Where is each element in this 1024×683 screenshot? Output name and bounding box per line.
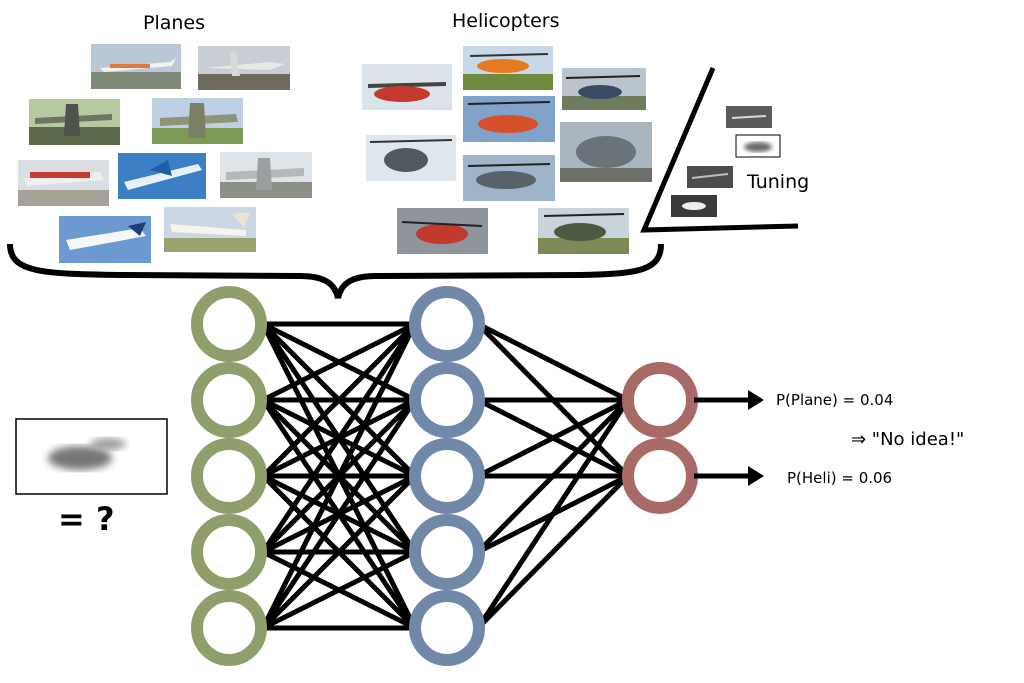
input-node <box>191 362 267 438</box>
question-mark-label: = ? <box>58 500 115 538</box>
hidden-node <box>409 438 485 514</box>
plane-photo <box>18 160 109 206</box>
output-arrows <box>694 395 760 481</box>
output-heli-probability: P(Heli) = 0.06 <box>787 469 893 487</box>
plane-photo <box>198 46 290 90</box>
helicopter-photo <box>362 64 452 110</box>
tuning-photo <box>671 195 717 217</box>
tuning-label: Tuning <box>747 171 810 193</box>
plane-photos <box>18 44 312 263</box>
plane-photo <box>118 153 206 199</box>
tuning-section <box>640 67 799 233</box>
input-node <box>191 590 267 666</box>
tuning-photo <box>735 134 781 158</box>
input-node <box>191 286 267 362</box>
helicopter-photo <box>538 208 629 254</box>
plane-photo <box>91 44 181 89</box>
plane-photo <box>220 152 312 198</box>
tuning-photo <box>726 106 772 128</box>
planes-title: Planes <box>143 12 206 34</box>
helicopters-title: Helicopters <box>452 10 560 32</box>
helicopter-photo <box>560 122 652 182</box>
plane-photo <box>29 99 120 145</box>
network-edges <box>260 321 631 631</box>
helicopter-photo <box>397 208 488 254</box>
verdict-text: ⇒ "No idea!" <box>851 429 965 450</box>
hidden-node <box>409 286 485 362</box>
helicopter-photo <box>463 46 553 90</box>
helicopter-photo <box>366 135 456 181</box>
helicopter-photo <box>562 68 646 110</box>
output-node <box>622 362 698 438</box>
curly-brace <box>7 243 664 299</box>
hidden-node <box>409 362 485 438</box>
blurry-input-image <box>15 418 168 495</box>
hidden-layer <box>409 286 485 666</box>
plane-photo <box>59 216 151 263</box>
output-node <box>622 438 698 514</box>
input-node <box>191 514 267 590</box>
output-layer <box>622 362 698 514</box>
input-layer <box>191 286 267 666</box>
helicopter-photo <box>463 155 555 201</box>
plane-photo <box>152 98 243 144</box>
input-node <box>191 438 267 514</box>
output-plane-probability: P(Plane) = 0.04 <box>776 391 894 409</box>
helicopter-photo <box>463 96 555 142</box>
hidden-node <box>409 590 485 666</box>
plane-photo <box>164 207 256 252</box>
helicopter-photos <box>362 46 652 254</box>
tuning-photo <box>687 166 733 188</box>
hidden-node <box>409 514 485 590</box>
